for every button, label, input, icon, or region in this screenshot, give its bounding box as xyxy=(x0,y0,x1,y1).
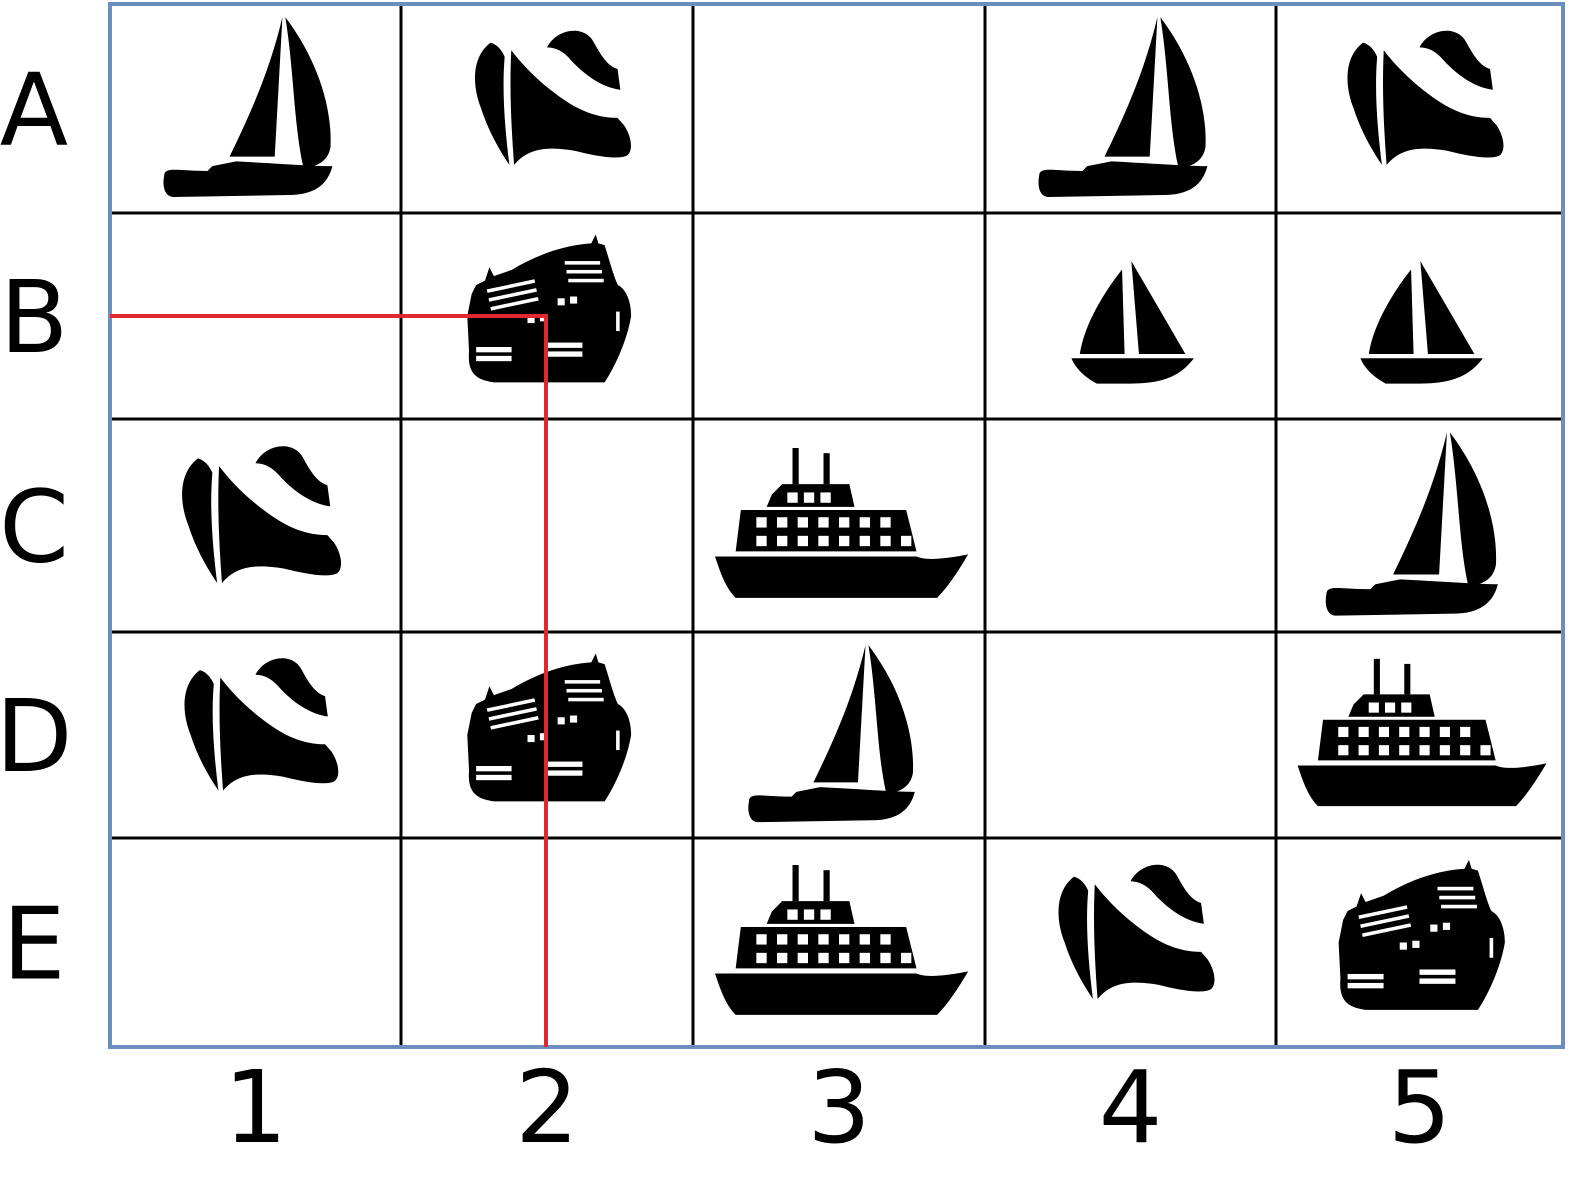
sailboat-icon xyxy=(1038,17,1208,197)
ferry-icon xyxy=(1297,658,1547,807)
grid-cell-d5 xyxy=(1297,658,1547,807)
column-label-4: 4 xyxy=(1099,1049,1163,1166)
cruise-ship-icon xyxy=(1347,30,1504,165)
highlight-lines xyxy=(110,314,548,1047)
grid-frame xyxy=(108,2,1565,1049)
cruise-ship-icon xyxy=(474,30,631,165)
ocean-liner-icon xyxy=(1338,859,1505,1010)
grid-cell-c1 xyxy=(182,446,342,584)
cruise-ship-icon xyxy=(1058,864,1215,999)
grid-cell-b4 xyxy=(1071,261,1194,384)
cruise-ship-icon xyxy=(182,446,342,584)
grid-cell-e4 xyxy=(1058,864,1215,999)
row-label-e: E xyxy=(2,886,65,1003)
sailboat-icon xyxy=(163,17,333,197)
grid-cell-a2 xyxy=(474,30,631,165)
grid-cell-e5 xyxy=(1338,859,1505,1010)
ferry-icon xyxy=(715,865,969,1015)
column-label-2: 2 xyxy=(515,1049,579,1166)
row-label-a: A xyxy=(0,52,68,169)
ocean-liner-icon xyxy=(467,653,632,802)
column-label-5: 5 xyxy=(1388,1049,1452,1166)
small-sailboat-icon xyxy=(1071,261,1194,384)
grid-cell-a5 xyxy=(1347,30,1504,165)
ferry-icon xyxy=(715,448,969,598)
grid-cell-a4 xyxy=(1038,17,1208,197)
row-label-c: C xyxy=(0,469,69,586)
grid-cell-d3 xyxy=(748,644,915,823)
grid-cell-b5 xyxy=(1360,261,1483,384)
row-label-b: B xyxy=(0,259,68,376)
grid-cell-a1 xyxy=(163,17,333,197)
small-sailboat-icon xyxy=(1360,261,1483,384)
sailboat-icon xyxy=(748,644,915,823)
row-label-d: D xyxy=(0,678,73,795)
sailboat-icon xyxy=(1325,432,1498,616)
grid-cells xyxy=(163,17,1547,1015)
cruise-ship-icon xyxy=(184,658,339,791)
column-label-3: 3 xyxy=(807,1049,871,1166)
grid-cell-c3 xyxy=(715,448,969,598)
ocean-liner-icon xyxy=(467,234,632,383)
grid-cell-d2 xyxy=(467,653,632,802)
column-label-1: 1 xyxy=(224,1049,288,1166)
grid-lines xyxy=(108,2,1565,1049)
grid-cell-c5 xyxy=(1325,432,1498,616)
grid-cell-b2 xyxy=(467,234,632,383)
grid-cell-d1 xyxy=(184,658,339,791)
grid-cell-e3 xyxy=(715,865,969,1015)
